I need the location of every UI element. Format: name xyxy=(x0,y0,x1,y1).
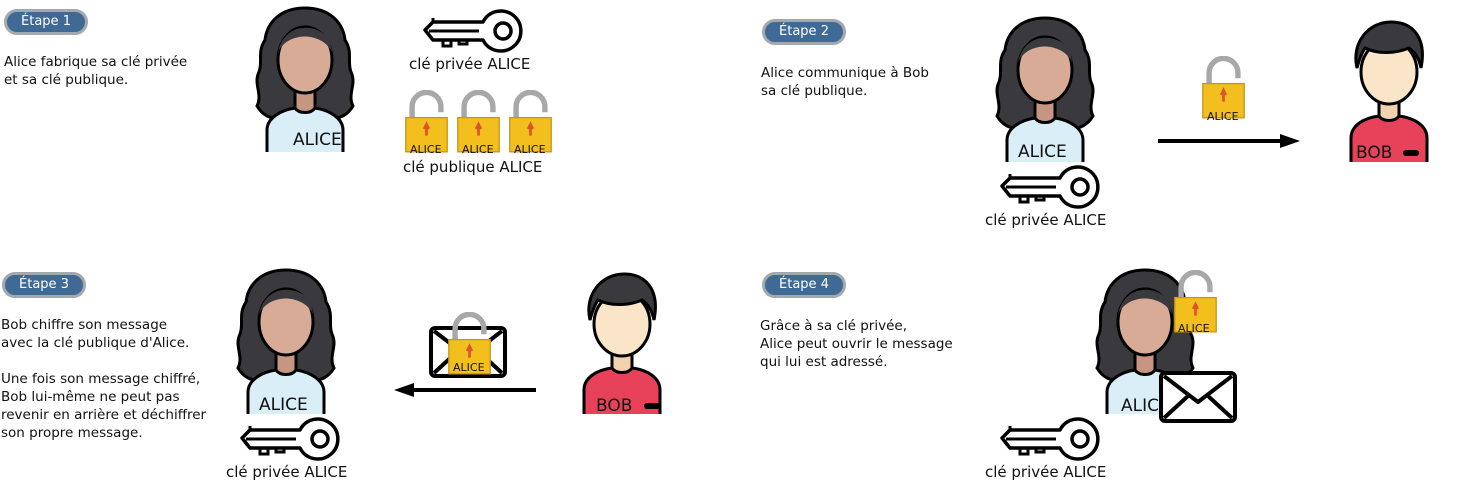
public-lock-tag: ALICE xyxy=(462,143,494,156)
public-lock-tag: ALICE xyxy=(1178,322,1210,335)
alice-name-label: ALICE xyxy=(1018,142,1067,162)
bob-avatar-icon xyxy=(562,264,682,414)
private-key-label: clé privée ALICE xyxy=(409,55,531,73)
step-2-badge: Étape 2 xyxy=(762,19,846,45)
opened-envelope-icon xyxy=(1158,370,1238,424)
public-key-label: clé publique ALICE xyxy=(403,158,543,176)
step-4-description: Grâce à sa clé privée, Alice peut ouvrir… xyxy=(760,318,953,370)
private-key-label: clé privée ALICE xyxy=(985,211,1107,229)
bob-badge-dash-icon xyxy=(644,403,660,409)
step-3-description: Bob chiffre son message avec la clé publ… xyxy=(1,317,207,441)
public-lock-tag: ALICE xyxy=(410,143,442,156)
step-3-badge: Étape 3 xyxy=(2,272,86,298)
private-key-icon xyxy=(419,6,529,56)
step-1-badge: Étape 1 xyxy=(4,9,88,35)
arrow-right-icon xyxy=(1158,134,1300,148)
public-lock-tag: ALICE xyxy=(514,143,546,156)
alice-avatar-icon xyxy=(985,12,1105,162)
arrow-left-icon xyxy=(394,383,536,397)
bob-badge-dash-icon xyxy=(1403,150,1419,156)
private-key-icon xyxy=(996,414,1106,464)
alice-name-label: ALICE xyxy=(259,395,308,415)
bob-name-label: BOB xyxy=(596,396,633,416)
alice-name-label: ALICE xyxy=(293,130,342,150)
private-key-icon xyxy=(236,414,346,464)
bob-name-label: BOB xyxy=(1356,143,1393,163)
step-2-description: Alice communique à Bob sa clé publique. xyxy=(761,65,929,99)
alice-avatar-icon xyxy=(226,264,346,414)
step-4-badge: Étape 4 xyxy=(762,272,846,298)
alice-name-label: ALICE xyxy=(1121,396,1170,416)
public-lock-tag: ALICE xyxy=(1207,110,1239,123)
public-lock-tag: ALICE xyxy=(453,361,485,374)
bob-avatar-icon xyxy=(1329,12,1449,162)
private-key-icon xyxy=(996,162,1106,212)
private-key-label: clé privée ALICE xyxy=(226,463,348,481)
step-1-description: Alice fabrique sa clé privée et sa clé p… xyxy=(4,54,188,88)
private-key-label: clé privée ALICE xyxy=(985,463,1107,481)
